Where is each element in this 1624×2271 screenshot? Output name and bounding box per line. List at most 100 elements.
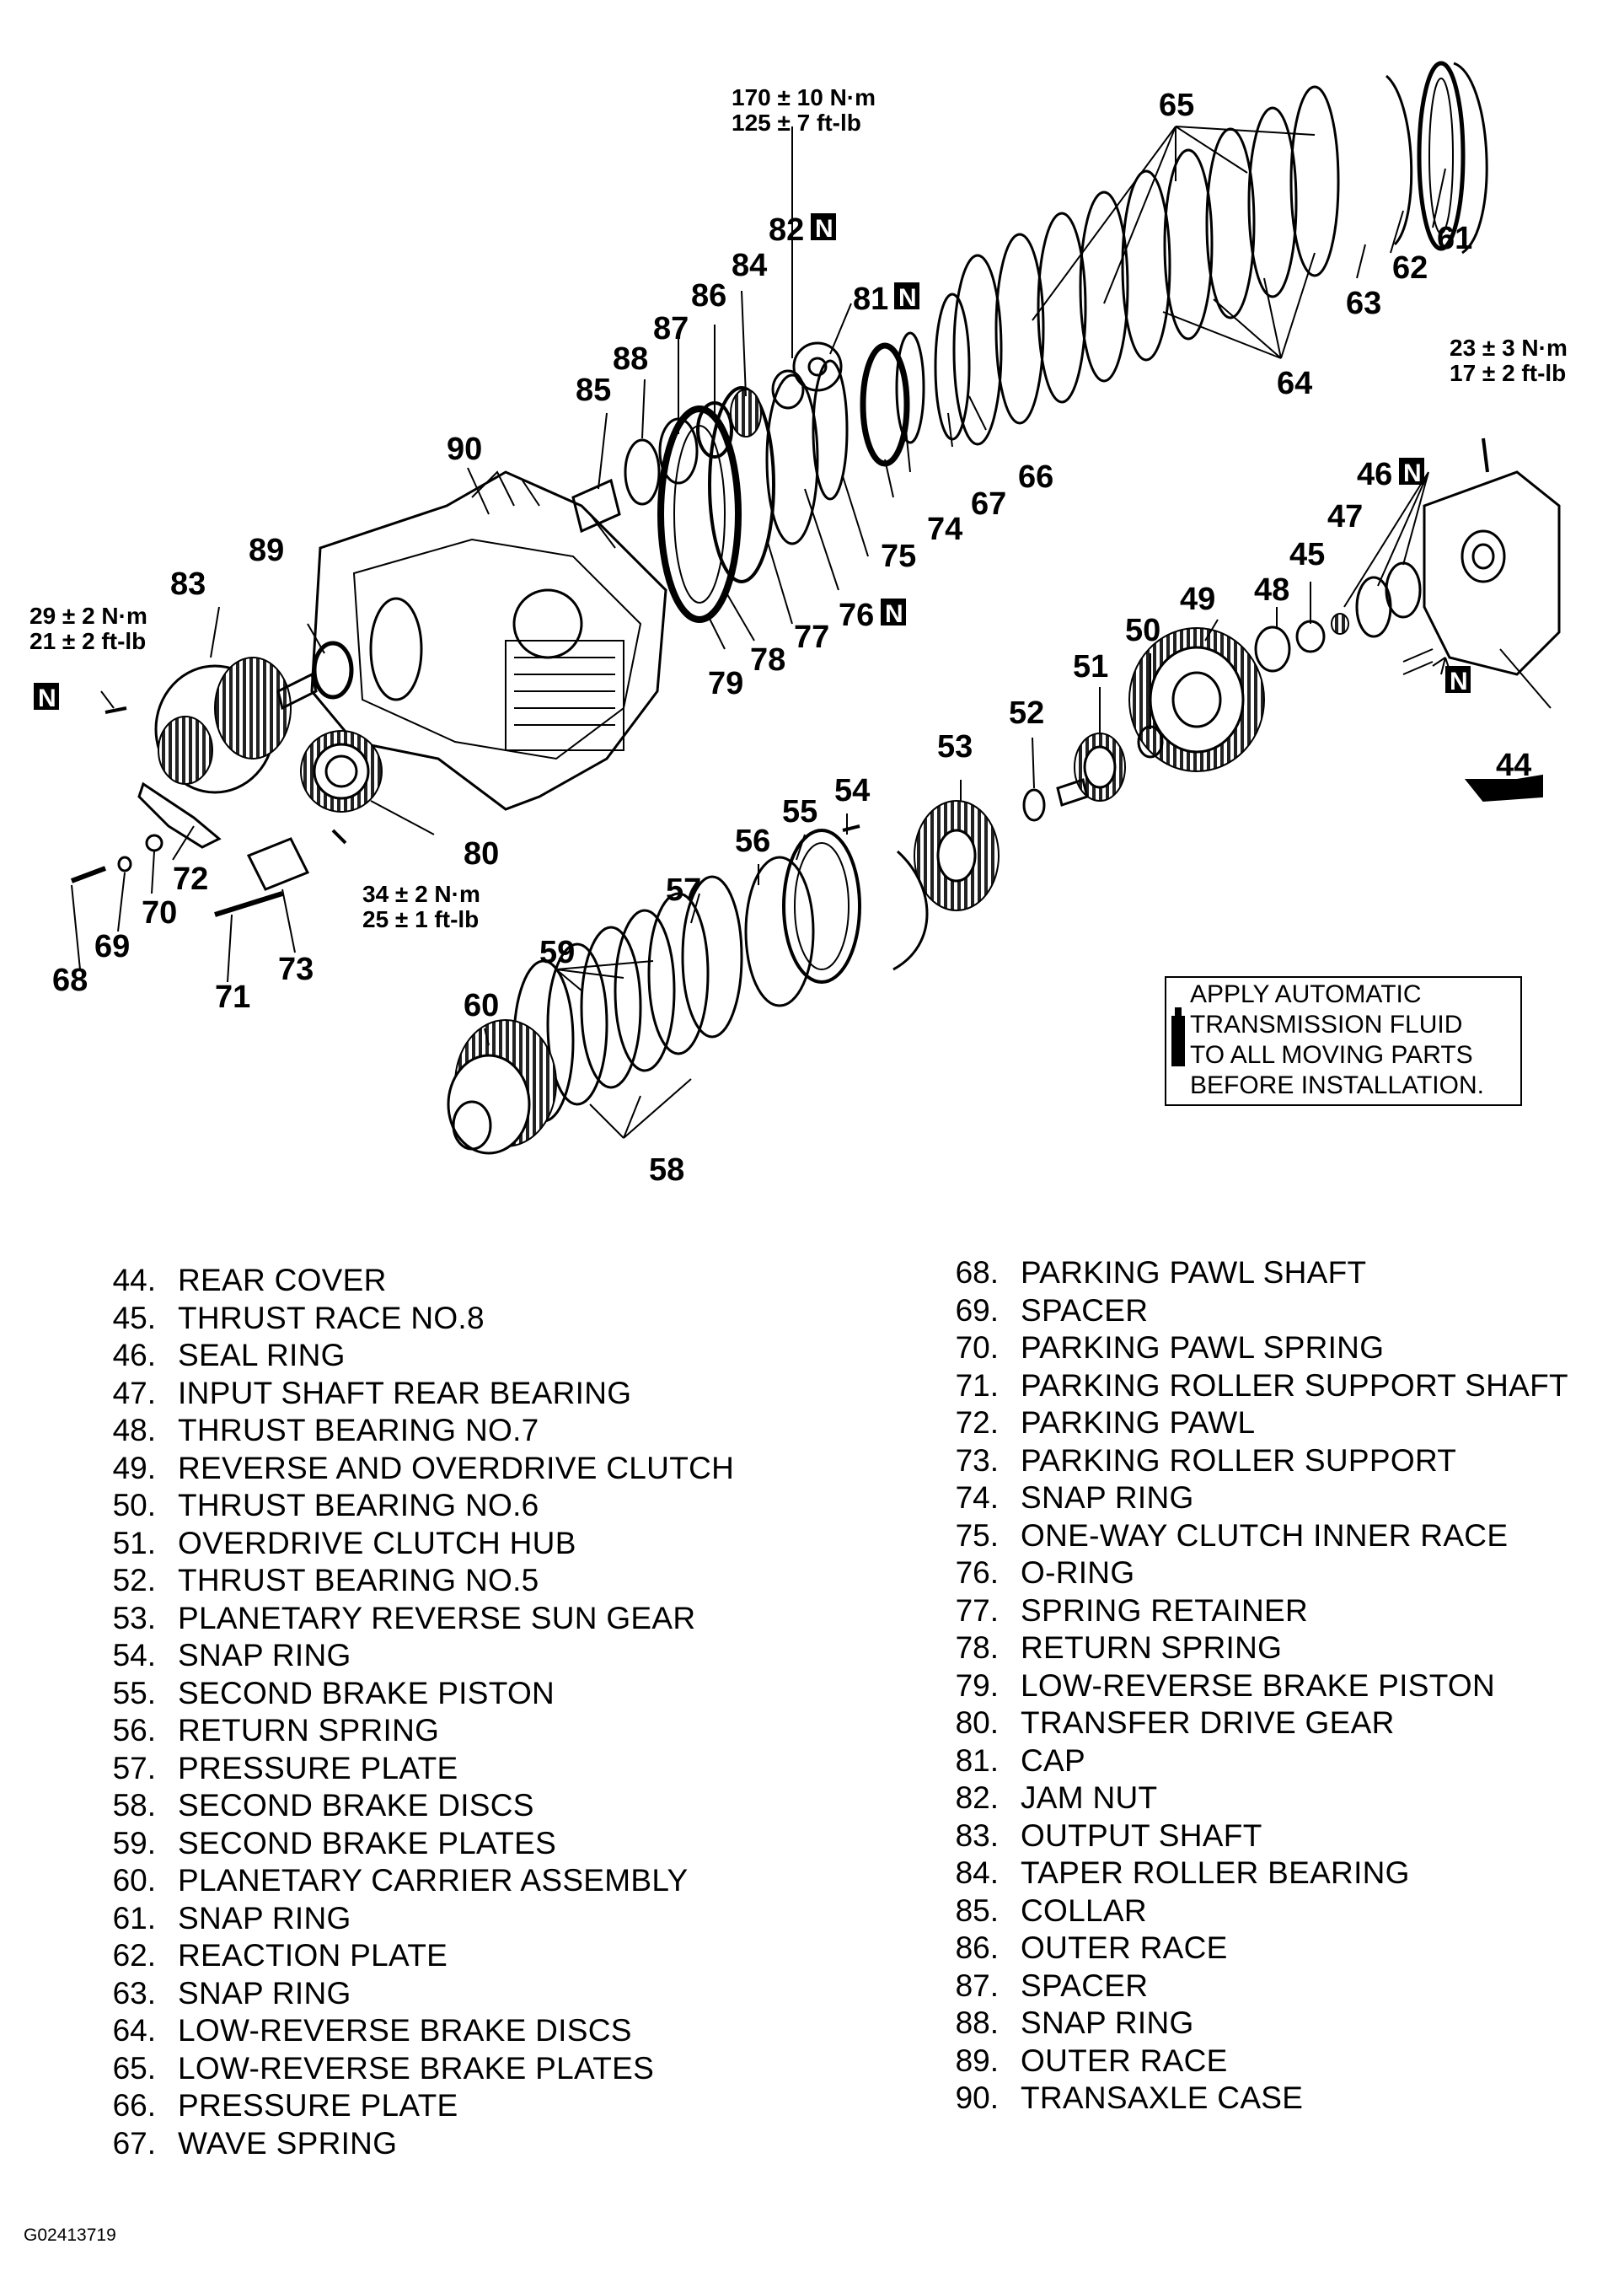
legend-number: 57.	[112, 1750, 156, 1785]
atf-note-line-4: BEFORE INSTALLATION.	[1190, 1071, 1484, 1099]
new-part-mark-44: N	[1445, 666, 1471, 695]
legend-number: 44.	[112, 1263, 156, 1297]
new-part-mark-82: N	[811, 213, 836, 243]
thrust-bearing-52	[1022, 788, 1046, 822]
callout-45: 45	[1289, 537, 1325, 572]
reaction-plate-and-snap-rings	[1385, 61, 1488, 255]
legend-part-name: ONE-WAY CLUTCH INNER RACE	[1021, 1517, 1509, 1553]
overdrive-clutch-hub	[1056, 733, 1126, 807]
callout-44: 44	[1496, 748, 1531, 783]
new-part-mark-81: N	[894, 282, 919, 312]
legend-number: 75.	[955, 1517, 999, 1553]
legend-row: 48.THRUST BEARING NO.7	[89, 1412, 734, 1450]
legend-row: 84.TAPER ROLLER BEARING	[932, 1855, 1568, 1892]
legend-part-name: PARKING PAWL SHAFT	[1021, 1255, 1367, 1290]
legend-row: 50.THRUST BEARING NO.6	[89, 1487, 734, 1525]
legend-number: 58.	[112, 1788, 156, 1823]
callout-55: 55	[782, 794, 817, 829]
legend-row: 80.TRANSFER DRIVE GEAR	[932, 1705, 1568, 1742]
legend-row: 45.THRUST RACE NO.8	[89, 1300, 734, 1338]
legend-row: 63.SNAP RING	[89, 1975, 734, 2013]
legend-part-name: PARKING ROLLER SUPPORT	[1021, 1442, 1457, 1478]
legend-number: 79.	[955, 1667, 999, 1703]
atf-note-line-2: TRANSMISSION FLUID	[1190, 1011, 1463, 1039]
torque-83-ftlb: 21 ± 2 ft-lb	[29, 628, 146, 654]
legend-row: 68.PARKING PAWL SHAFT	[932, 1254, 1568, 1292]
legend-row: 89.OUTER RACE	[932, 2043, 1568, 2080]
callout-63: 63	[1346, 286, 1381, 321]
legend-number: 52.	[112, 1563, 156, 1597]
legend-part-name: REACTION PLATE	[178, 1938, 448, 1973]
legend-number: 56.	[112, 1713, 156, 1748]
new-part-mark-83: N	[34, 683, 59, 712]
callout-numbers: 65 61 62 63 64 82 84 81 86 87 88 85 90 6…	[52, 88, 1531, 1188]
legend-row: 79.LOW-REVERSE BRAKE PISTON	[932, 1667, 1568, 1705]
callout-88: 88	[613, 341, 648, 377]
legend-part-name: SPACER	[1021, 1292, 1149, 1328]
legend-number: 70.	[955, 1330, 999, 1365]
legend-row: 71.PARKING ROLLER SUPPORT SHAFT	[932, 1367, 1568, 1405]
legend-number: 82.	[955, 1780, 999, 1815]
callout-90: 90	[447, 432, 482, 467]
callout-85: 85	[576, 373, 611, 408]
callout-72: 72	[173, 862, 208, 897]
legend-number: 78.	[955, 1630, 999, 1665]
legend-number: 88.	[955, 2005, 999, 2040]
planetary-carrier-assembly	[447, 1019, 557, 1155]
legend-part-name: SNAP RING	[178, 1638, 351, 1672]
torque-82-nm: 170 ± 10 N·m	[732, 84, 876, 110]
legend-number: 76.	[955, 1555, 999, 1590]
input-shaft-rear-bearing-stack	[1254, 561, 1422, 673]
callout-81: 81	[853, 282, 888, 317]
torque-82-ftlb: 125 ± 7 ft-lb	[732, 110, 861, 136]
legend-row: 46.SEAL RING	[89, 1337, 734, 1375]
callout-73: 73	[278, 952, 314, 987]
legend-number: 81.	[955, 1742, 999, 1778]
legend-part-name: OUTER RACE	[1021, 2043, 1228, 2078]
legend-part-name: PRESSURE PLATE	[178, 2088, 458, 2123]
svg-text:N: N	[815, 215, 833, 243]
legend-number: 63.	[112, 1975, 156, 2011]
legend-part-name: TRANSFER DRIVE GEAR	[1021, 1705, 1395, 1740]
callout-78: 78	[750, 642, 785, 678]
legend-part-name: OUTPUT SHAFT	[1021, 1817, 1262, 1853]
legend-row: 61. SNAP RING	[89, 1900, 734, 1938]
transfer-drive-gear	[300, 730, 383, 845]
callout-75: 75	[881, 539, 916, 574]
atf-note-box	[1165, 976, 1522, 1106]
bearing-and-nut-stack	[571, 341, 843, 534]
callout-70: 70	[142, 895, 177, 931]
legend-part-name: PARKING PAWL	[1021, 1405, 1256, 1440]
legend-number: 65.	[112, 2050, 156, 2086]
callout-49: 49	[1180, 582, 1215, 617]
figure-id: G02413719	[24, 2225, 116, 2245]
legend-part-name: TRANSAXLE CASE	[1021, 2080, 1304, 2115]
legend-row: 54.SNAP RING	[89, 1637, 734, 1675]
legend-number: 66.	[112, 2088, 156, 2123]
legend-row: 47.INPUT SHAFT REAR BEARING	[89, 1375, 734, 1413]
legend-part-name: SNAP RING	[178, 1900, 351, 1935]
exploded-view-diagram: 65 61 62 63 64 82 84 81 86 87 88 85 90 6…	[29, 61, 1568, 1188]
legend-part-name: SECOND BRAKE DISCS	[178, 1788, 534, 1823]
legend-number: 61.	[112, 1900, 156, 1935]
svg-text:N: N	[885, 600, 903, 628]
legend-part-name: WAVE SPRING	[178, 2125, 398, 2161]
legend-row: 69.SPACER	[932, 1292, 1568, 1330]
callout-84: 84	[732, 248, 767, 283]
callout-58: 58	[649, 1152, 684, 1188]
rear-cover	[1402, 438, 1561, 803]
callout-57: 57	[666, 872, 701, 908]
fluid-bottle-icon	[1171, 1007, 1185, 1066]
legend-row: 55.SECOND BRAKE PISTON	[89, 1675, 734, 1713]
callout-67: 67	[971, 486, 1006, 522]
callout-56: 56	[735, 824, 770, 859]
legend-part-name: SNAP RING	[1021, 1480, 1194, 1515]
legend-row: 72. PARKING PAWL	[932, 1404, 1568, 1442]
legend-part-name: PLANETARY CARRIER ASSEMBLY	[178, 1863, 689, 1898]
legend-part-name: OUTER RACE	[1021, 1930, 1228, 1965]
callout-60: 60	[464, 988, 499, 1023]
legend-row: 51.OVERDRIVE CLUTCH HUB	[89, 1525, 734, 1563]
svg-text:N: N	[898, 284, 917, 312]
legend-number: 72.	[955, 1405, 999, 1440]
